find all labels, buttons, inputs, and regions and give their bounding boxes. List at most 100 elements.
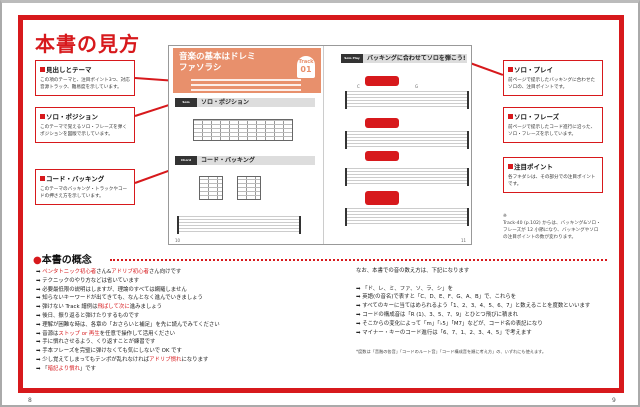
arrow-icon: ➡ bbox=[36, 348, 43, 355]
fretboard-diagram bbox=[193, 119, 293, 141]
highlight-text: アドリブ慣れ bbox=[149, 356, 182, 363]
callout-bubble bbox=[365, 118, 399, 128]
arrow-icon: ➡ bbox=[36, 339, 43, 346]
tab-staff bbox=[345, 91, 469, 109]
item-text: 英語(の音名)で表すと「C、D、E、F、G、A、B」で、これらを bbox=[362, 294, 517, 301]
callout-solo-play: ソロ・プレイ前ページで提示したバッキングに合わせたソロの、注目ポイントです。 bbox=[503, 60, 603, 96]
tab-staff bbox=[177, 216, 301, 234]
arrow-icon: ➡ bbox=[356, 294, 363, 301]
arrow-icon: ➡ bbox=[36, 321, 43, 328]
arrow-icon: ➡ bbox=[356, 311, 363, 318]
list-item: ➡ 音源はストップ or 再生を任意で操作して活用ください bbox=[36, 330, 220, 339]
list-item: ➡ 少し覚えてしまってもテンポが乱れなければアドリブ慣れになります bbox=[36, 356, 220, 365]
list-item: ➡ マイナー・キーのコード進行は「6、7、1、2、3、4、5」で考えます bbox=[356, 329, 590, 338]
highlight-text: 暗記より慣れ bbox=[47, 365, 80, 372]
degree-intro: なお、本書での音の数え方は、下記になります bbox=[356, 268, 470, 274]
item-text: 手に慣れさせるよう、くり返すことが練習です bbox=[42, 339, 156, 346]
highlight-text: アドリブ初心者 bbox=[111, 269, 149, 275]
footnote: *度数は「音階の各音」「コードのルート音」「コード構成音を順に考え方」の、いずれ… bbox=[356, 349, 547, 354]
item-text: 音源は bbox=[42, 330, 59, 337]
callout-point: 注目ポイント各フキダシは、その部分での注目ポイントです。 bbox=[503, 157, 603, 193]
item-text: マイナー・キーのコード進行は「6、7、1、2、3、4、5」で考えます bbox=[362, 329, 532, 336]
arrow-icon: ➡ bbox=[36, 286, 43, 293]
list-item: ➡ 「ド、レ、ミ、ファ、ソ、ラ、シ」を bbox=[356, 285, 590, 294]
item-text: 「 bbox=[42, 365, 48, 372]
item-text: 弾けない Track 譜例は bbox=[42, 304, 98, 311]
item-text: 少し覚えてしまってもテンポが乱れなければ bbox=[42, 356, 150, 363]
item-text: さん& bbox=[96, 269, 112, 275]
callout-bubble bbox=[365, 76, 399, 86]
item-text: 必要最低限の説明はしますが、理論のすべては網羅しません bbox=[42, 286, 187, 293]
item-text: コードの構成音は「R (1)、3、5、7、9」とひとつ飛びに積まれ bbox=[362, 311, 519, 318]
highlight-text: ペンタトニック初心者 bbox=[42, 269, 97, 275]
tab-staff bbox=[345, 208, 469, 226]
arrow-icon: ➡ bbox=[36, 304, 43, 311]
arrow-icon: ➡ bbox=[36, 365, 43, 372]
callout-chord-backing: コード・バッキングこのテーマのバッキング・トラックやコードの押さえ方を示していま… bbox=[35, 169, 135, 205]
item-text: 手本フレーズを完璧に弾けなくても気にしないで OK です bbox=[42, 348, 182, 355]
list-item: ➡ 後日、振り返ると弾けたりするものです bbox=[36, 312, 220, 321]
theme-title: 音楽の基本はドレミファソラシ bbox=[179, 52, 256, 73]
book-page-number: 11 bbox=[461, 238, 467, 243]
list-item: ➡ 手本フレーズを完璧に弾けなくても気にしないで OK です bbox=[36, 347, 220, 356]
page-title: 本書の見方 bbox=[35, 32, 140, 56]
arrow-icon: ➡ bbox=[36, 356, 43, 363]
red-frame bbox=[18, 15, 624, 393]
arrow-icon: ➡ bbox=[356, 320, 363, 327]
tab-staff bbox=[345, 131, 469, 149]
book-gutter bbox=[323, 46, 324, 244]
callout-heading-theme: 見出しとテーマこの項のテーマと、注目ポイント3つ、対応音源トラック、難易度を示し… bbox=[35, 60, 135, 96]
bullet-circle-icon: ● bbox=[33, 255, 42, 266]
item-text: 理解が困難な時は、各章の「おさらいと補足」を先に読んでみてください bbox=[42, 321, 220, 328]
item-text: といいます bbox=[563, 303, 591, 310]
item-text: 」です bbox=[79, 365, 97, 372]
dotted-divider bbox=[110, 259, 607, 261]
list-item: ➡ 知らないキーワードが出てきても、なんとなく進んでいきましょう bbox=[36, 294, 220, 303]
item-text: 知らないキーワードが出てきても、なんとなく進んでいきましょう bbox=[42, 295, 203, 302]
list-item: ➡ 弾けない Track 譜例は飛ばして次に進みましょう bbox=[36, 303, 220, 312]
list-item: ➡ ペンタトニック初心者さん&アドリブ初心者さん向けです bbox=[36, 268, 220, 277]
arrow-icon: ➡ bbox=[356, 303, 363, 310]
list-item: ➡ コードの構成音は「R (1)、3、5、7、9」とひとつ飛びに積まれ bbox=[356, 311, 590, 320]
item-text: すべてのキーに当てはめられるよう「1、2、3、4、5、6、7」と数えることを bbox=[362, 303, 553, 310]
list-item: ➡ 手に慣れさせるよう、くり返すことが練習です bbox=[36, 338, 220, 347]
arrow-icon: ➡ bbox=[36, 269, 43, 275]
highlight-text: 飛ばして次に bbox=[97, 304, 130, 311]
concept-list: ➡ ペンタトニック初心者さん&アドリブ初心者さん向けです➡ テクニックのやり方な… bbox=[36, 268, 220, 374]
list-item: ➡ 英語(の音名)で表すと「C、D、E、F、G、A、B」で、これらを bbox=[356, 293, 590, 302]
item-text: 後日、振り返ると弾けたりするものです bbox=[42, 312, 140, 319]
highlight-text: 度数 bbox=[552, 303, 564, 310]
concept-heading: ●本書の概念 bbox=[33, 255, 92, 266]
list-item: ➡ 理解が困難な時は、各章の「おさらいと補足」を先に読んでみてください bbox=[36, 321, 220, 330]
note: ※Track-40 (p.102) からは、バッキング&ソロ・フレーズが 12 … bbox=[503, 214, 601, 240]
item-text: 「ド、レ、ミ、ファ、ソ、ラ、シ」を bbox=[362, 285, 453, 292]
item-text: になります bbox=[181, 356, 209, 363]
callout-solo-phrase: ソロ・フレーズ前ページで提示したコード進行に沿った、ソロ・フレーズを示しています… bbox=[503, 107, 603, 143]
arrow-icon: ➡ bbox=[36, 312, 43, 319]
arrow-icon: ➡ bbox=[36, 330, 43, 337]
arrow-icon: ➡ bbox=[36, 277, 43, 284]
list-item: ➡ 必要最低限の説明はしますが、理論のすべては網羅しません bbox=[36, 286, 220, 295]
chord-diagram bbox=[237, 176, 261, 200]
chord-label: C bbox=[357, 84, 360, 89]
page-number-left: 8 bbox=[28, 397, 32, 404]
callout-bubble bbox=[365, 151, 399, 161]
arrow-icon: ➡ bbox=[36, 295, 43, 302]
list-item: ➡ そこからの変化によって「m」「♭5」「M7」などが、コード名の表記になり bbox=[356, 320, 590, 329]
list-item: ➡ すべてのキーに当てはめられるよう「1、2、3、4、5、6、7」と数えることを… bbox=[356, 302, 590, 311]
degree-list: なお、本書での音の数え方は、下記になります ➡ 「ド、レ、ミ、ファ、ソ、ラ、シ」… bbox=[356, 267, 590, 337]
page-number-right: 9 bbox=[612, 397, 616, 404]
list-item: ➡ テクニックのやり方などは省いています bbox=[36, 277, 220, 286]
item-text: さん向けです bbox=[148, 269, 182, 275]
list-item: ➡ 「暗記より慣れ」です bbox=[36, 365, 220, 374]
item-text: そこからの変化によって「m」「♭5」「M7」などが、コード名の表記になり bbox=[362, 320, 543, 327]
highlight-text: ストップ or 再生 bbox=[58, 330, 100, 337]
tab-staff bbox=[345, 168, 469, 186]
